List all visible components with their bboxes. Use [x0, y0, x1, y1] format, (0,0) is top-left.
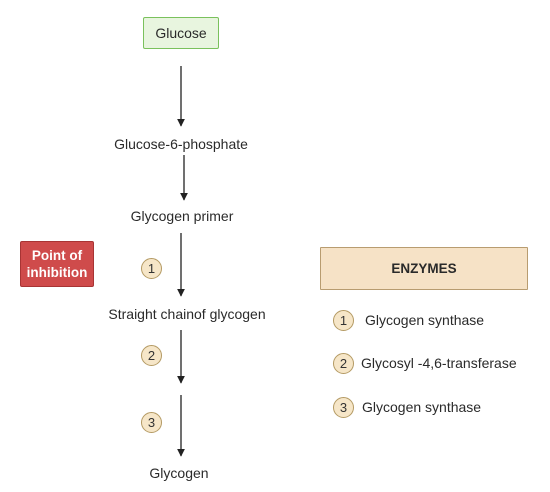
enzyme-number-1: 1: [333, 310, 354, 331]
glucose-label: Glucose: [155, 25, 207, 41]
enzyme-name-1: Glycogen synthase: [365, 312, 485, 328]
enzyme-number-2: 2: [333, 353, 354, 374]
enzymes-title: ENZYMES: [391, 261, 457, 276]
step-straight-chain: Straight chainof glycogen: [108, 306, 266, 322]
step-number-2: 2: [141, 345, 162, 366]
enzyme-name-2: Glycosyl -4,6-transferase: [361, 355, 517, 371]
glucose-box: Glucose: [143, 17, 219, 49]
enzyme-number-3: 3: [333, 397, 354, 418]
enzymes-header-box: ENZYMES: [320, 247, 528, 290]
step-number-3: 3: [141, 412, 162, 433]
enzyme-name-3: Glycogen synthase: [362, 399, 482, 415]
step-glycogen: Glycogen: [149, 465, 209, 481]
step-number-1: 1: [141, 258, 162, 279]
step-glucose-6-phosphate: Glucose-6-phosphate: [114, 136, 248, 152]
point-of-inhibition-label: Point of inhibition: [26, 248, 88, 280]
point-of-inhibition-box: Point of inhibition: [20, 241, 94, 287]
step-glycogen-primer: Glycogen primer: [130, 208, 234, 224]
